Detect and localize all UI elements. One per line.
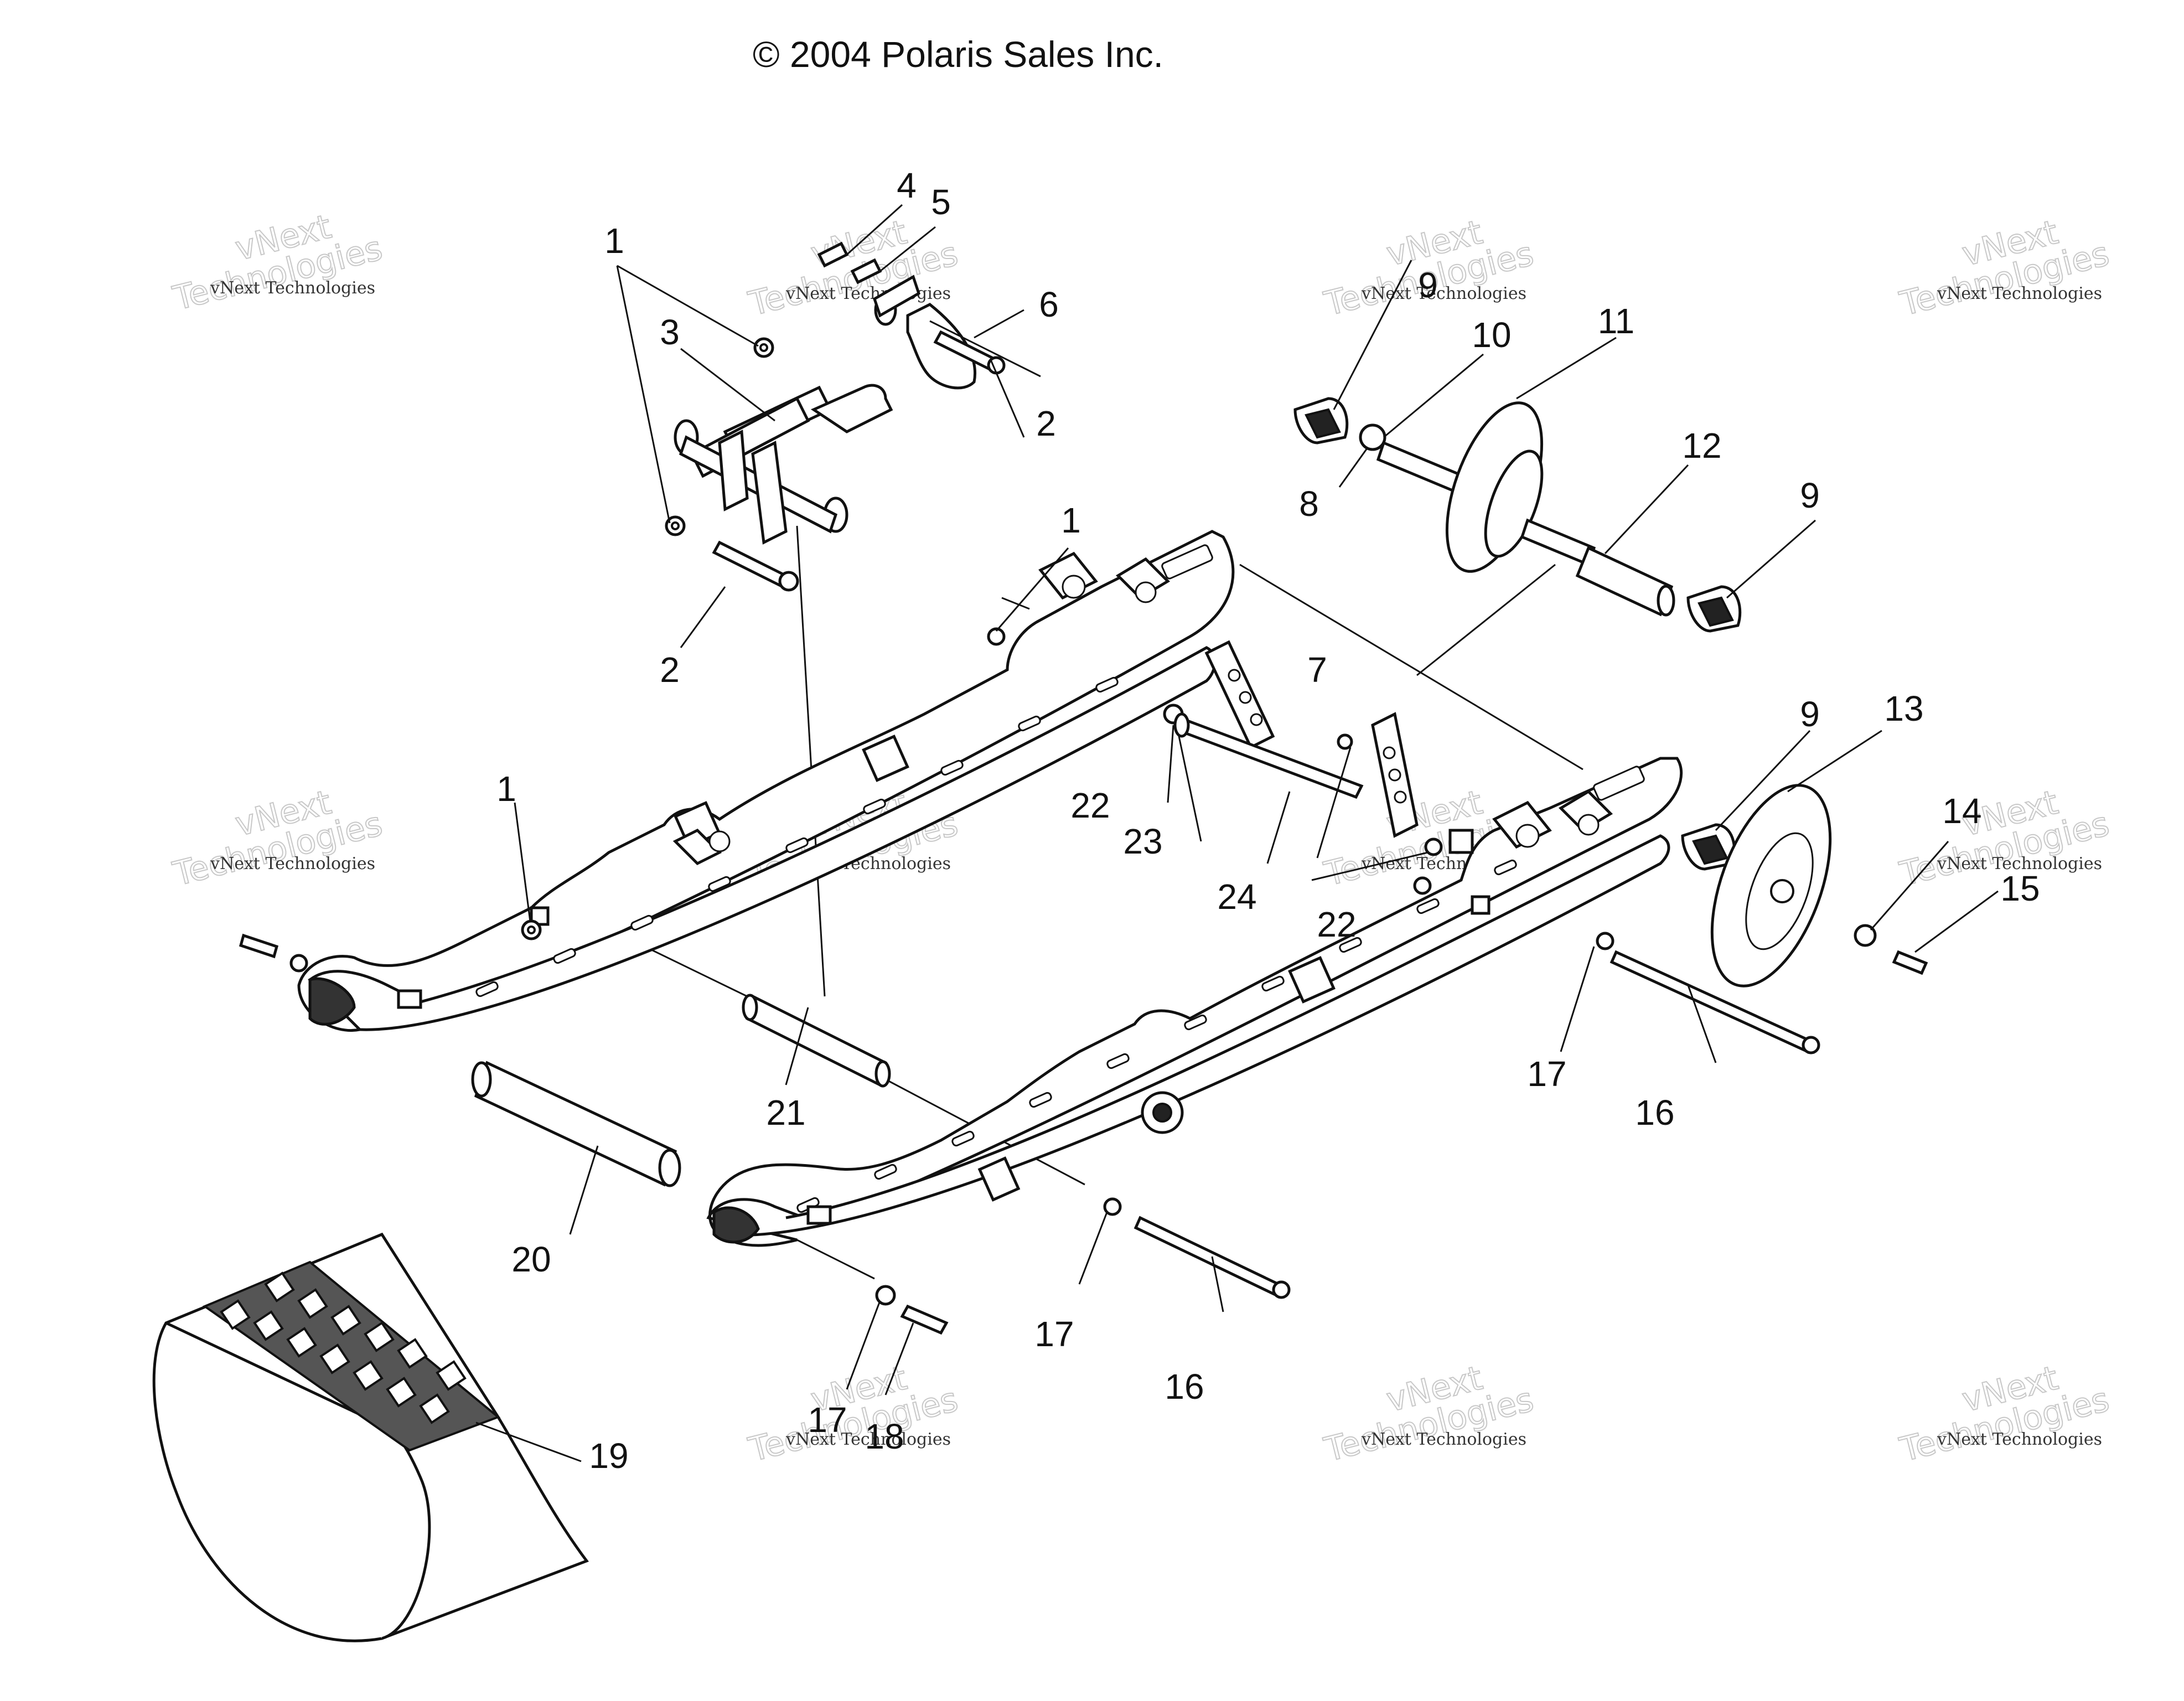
callout-1: 1	[604, 221, 624, 261]
callout-12: 12	[1682, 426, 1721, 466]
fasteners	[239, 330, 1928, 1335]
watermark: Technologies vNext vNext Technologies	[169, 207, 387, 319]
rail-slots	[475, 544, 1213, 997]
callout-22: 22	[1317, 904, 1356, 944]
callout-14: 14	[1942, 791, 1981, 831]
watermark: Technologies vNext vNext Technologies	[1896, 213, 2114, 324]
callout-24: 24	[1217, 877, 1256, 917]
svg-text:vNext Technologies: vNext Technologies	[1937, 284, 2102, 303]
callout-10: 10	[1472, 315, 1511, 355]
track-lugs	[220, 1271, 467, 1424]
svg-text:vNext Technologies: vNext Technologies	[1361, 1430, 1526, 1449]
callout-11: 11	[1598, 301, 1634, 341]
callout-3: 3	[660, 312, 680, 352]
callout-20: 20	[511, 1239, 551, 1279]
callout-9: 9	[1800, 694, 1820, 734]
callout-23: 23	[1123, 821, 1162, 861]
callout-9: 9	[1800, 475, 1820, 515]
watermark: Technologies vNext vNext Technologies	[1320, 1358, 1538, 1470]
shaft-21	[742, 994, 891, 1088]
callout-4: 4	[897, 166, 917, 205]
leader-lines	[475, 204, 1999, 1462]
callout-17: 17	[1527, 1054, 1566, 1094]
suspension-brackets	[1173, 640, 1443, 856]
callout-21: 21	[766, 1093, 805, 1133]
callouts: 1 1 1 2 2 3 4 5 6 7 8 9 9 9 10 11 12 13 …	[496, 166, 2040, 1476]
svg-text:vNext Technologies: vNext Technologies	[1937, 854, 2102, 873]
callout-13: 13	[1884, 689, 1923, 728]
long-bolts	[1134, 950, 1820, 1299]
callout-17: 17	[1034, 1314, 1074, 1354]
callout-6: 6	[1039, 285, 1059, 324]
front-torque-arm	[674, 241, 1041, 545]
callout-16: 16	[1165, 1367, 1204, 1407]
svg-text:vNext Technologies: vNext Technologies	[1937, 1430, 2102, 1449]
callout-15: 15	[2000, 868, 2040, 908]
callout-16: 16	[1635, 1093, 1674, 1133]
callout-8: 8	[1299, 484, 1319, 524]
callout-2: 2	[1036, 404, 1056, 443]
callout-17: 17	[808, 1400, 847, 1440]
copyright-notice: © 2004 Polaris Sales Inc.	[753, 34, 1164, 75]
svg-text:vNext Technologies: vNext Technologies	[785, 1430, 951, 1449]
svg-text:vNext Technologies: vNext Technologies	[210, 278, 375, 298]
right-rail	[706, 757, 1683, 1247]
svg-text:vNext Technologies: vNext Technologies	[210, 854, 375, 873]
watermark: Technologies vNext vNext Technologies	[169, 783, 387, 895]
watermark: Technologies vNext vNext Technologies	[1896, 1358, 2114, 1470]
callout-2: 2	[660, 650, 680, 690]
callout-22: 22	[1070, 785, 1110, 825]
svg-text:vNext Technologies: vNext Technologies	[785, 284, 951, 303]
callout-18: 18	[865, 1416, 904, 1456]
callout-1: 1	[1061, 500, 1081, 540]
track	[152, 1232, 589, 1642]
callout-1: 1	[496, 769, 516, 809]
svg-text:vNext Technologies: vNext Technologies	[1361, 284, 1526, 303]
callout-9: 9	[1418, 265, 1438, 305]
callout-7: 7	[1307, 650, 1327, 690]
rear-axle	[1293, 397, 1742, 633]
rail-slots	[796, 766, 1645, 1213]
watermark: Technologies vNext vNext Technologies	[744, 1358, 962, 1470]
left-rail	[297, 530, 1235, 1032]
callout-5: 5	[931, 182, 951, 222]
idler-wheel	[1681, 784, 1832, 987]
rail-hardware	[308, 551, 1171, 1026]
callout-19: 19	[589, 1436, 628, 1476]
rail-hardware	[712, 789, 1613, 1244]
shaft-20	[471, 1061, 681, 1187]
